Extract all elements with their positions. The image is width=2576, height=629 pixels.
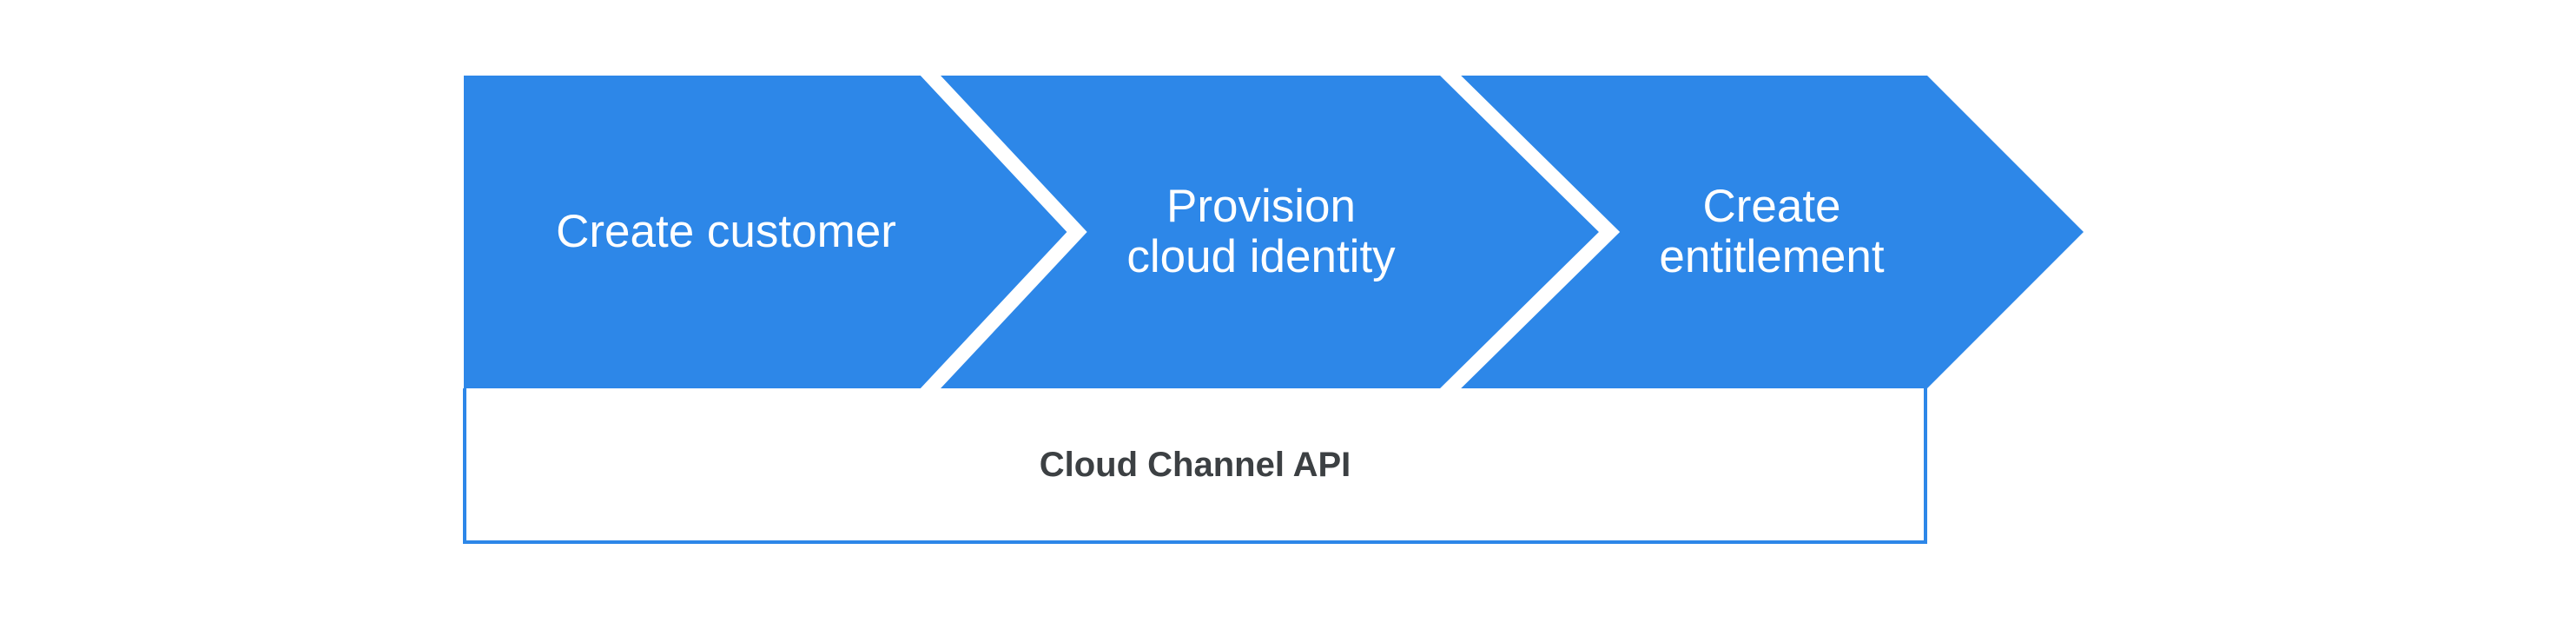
chevron-separator-2-icon	[1437, 62, 1621, 402]
step-label-line: Provision	[1166, 181, 1356, 232]
step-label-line: Create customer	[556, 206, 896, 257]
api-box-shape	[463, 388, 1927, 544]
step-label-create-customer: Create customer	[457, 76, 995, 388]
step-label-line: entitlement	[1659, 231, 1885, 282]
step-label-line: cloud identity	[1126, 231, 1396, 282]
step-label-create-entitlement: Create entitlement	[1503, 76, 2041, 388]
cloud-channel-api-label: Cloud Channel API	[1039, 446, 1351, 484]
chevron-arrow-shape	[464, 76, 2084, 388]
step-label-line: Create	[1702, 181, 1841, 232]
chevron-separator-1-icon	[917, 63, 1087, 401]
step-label-provision-cloud-identity: Provision cloud identity	[992, 76, 1530, 388]
